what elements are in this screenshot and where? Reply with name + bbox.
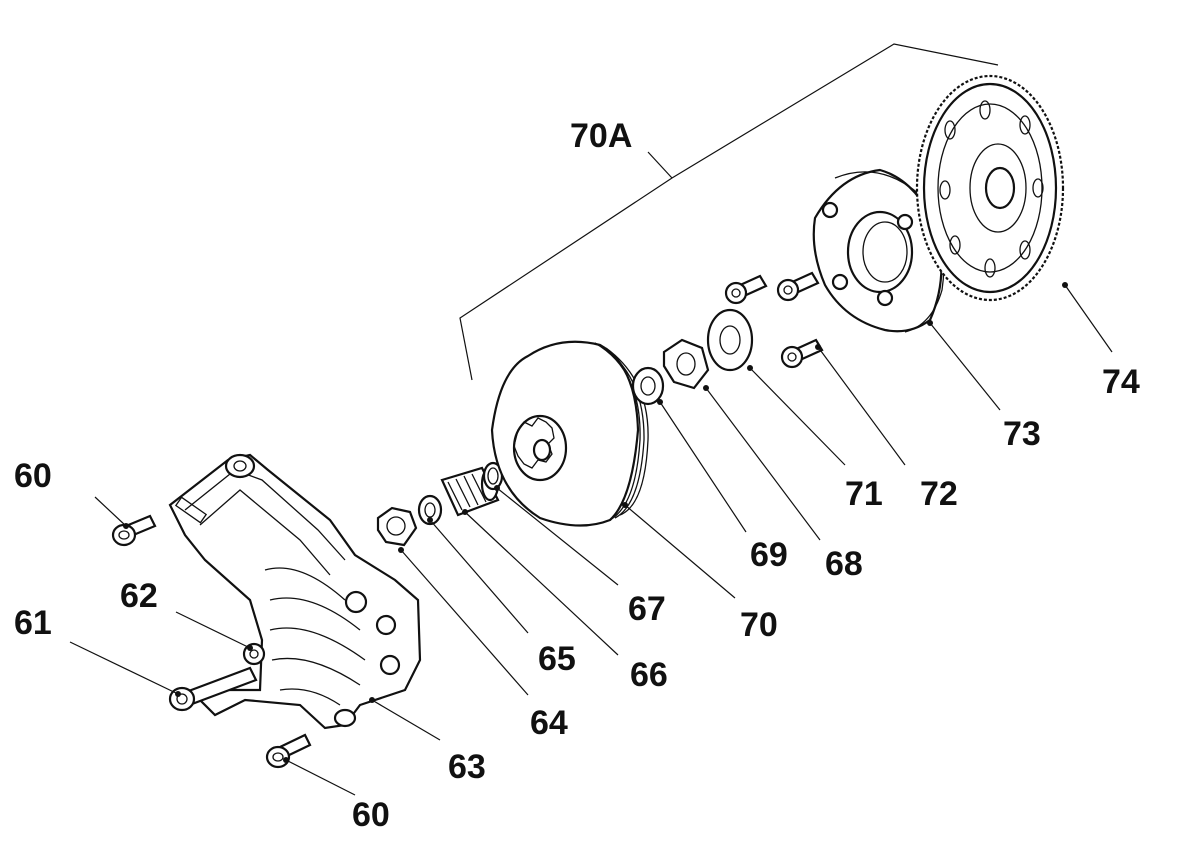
callout-68: 68 (825, 545, 863, 583)
bolt-60-lower (265, 733, 312, 769)
callout-65: 65 (538, 640, 576, 678)
callout-64: 64 (530, 704, 568, 742)
callout-73: 73 (1003, 415, 1041, 453)
callout-60-lower: 60 (352, 796, 390, 834)
screw-72-middle (776, 271, 820, 302)
bolt-60-upper (111, 514, 157, 547)
washer-69 (631, 366, 665, 406)
callout-62: 62 (120, 577, 158, 615)
callout-67: 67 (628, 590, 666, 628)
callout-72: 72 (920, 475, 958, 513)
callout-60-upper: 60 (14, 457, 52, 495)
callout-74: 74 (1102, 363, 1140, 401)
washer-71 (706, 308, 754, 372)
bracket-63 (168, 453, 422, 730)
callout-63: 63 (448, 748, 486, 786)
callout-66: 66 (630, 656, 668, 694)
nut-64 (376, 506, 418, 547)
nut-68 (662, 338, 710, 390)
clutch-shoes-73 (812, 168, 945, 333)
starter-gear-74 (915, 74, 1065, 302)
callout-70: 70 (740, 606, 778, 644)
screw-72-lower (780, 338, 824, 369)
connection-dots (123, 282, 1068, 763)
clutch-drum-70 (490, 340, 649, 527)
leader-70A (647, 151, 673, 179)
leader-lines (69, 284, 1113, 796)
callout-61: 61 (14, 604, 52, 642)
callout-69: 69 (750, 536, 788, 574)
screw-72-upper (724, 274, 768, 305)
callout-71: 71 (845, 475, 883, 513)
callout-70A: 70A (570, 117, 632, 155)
